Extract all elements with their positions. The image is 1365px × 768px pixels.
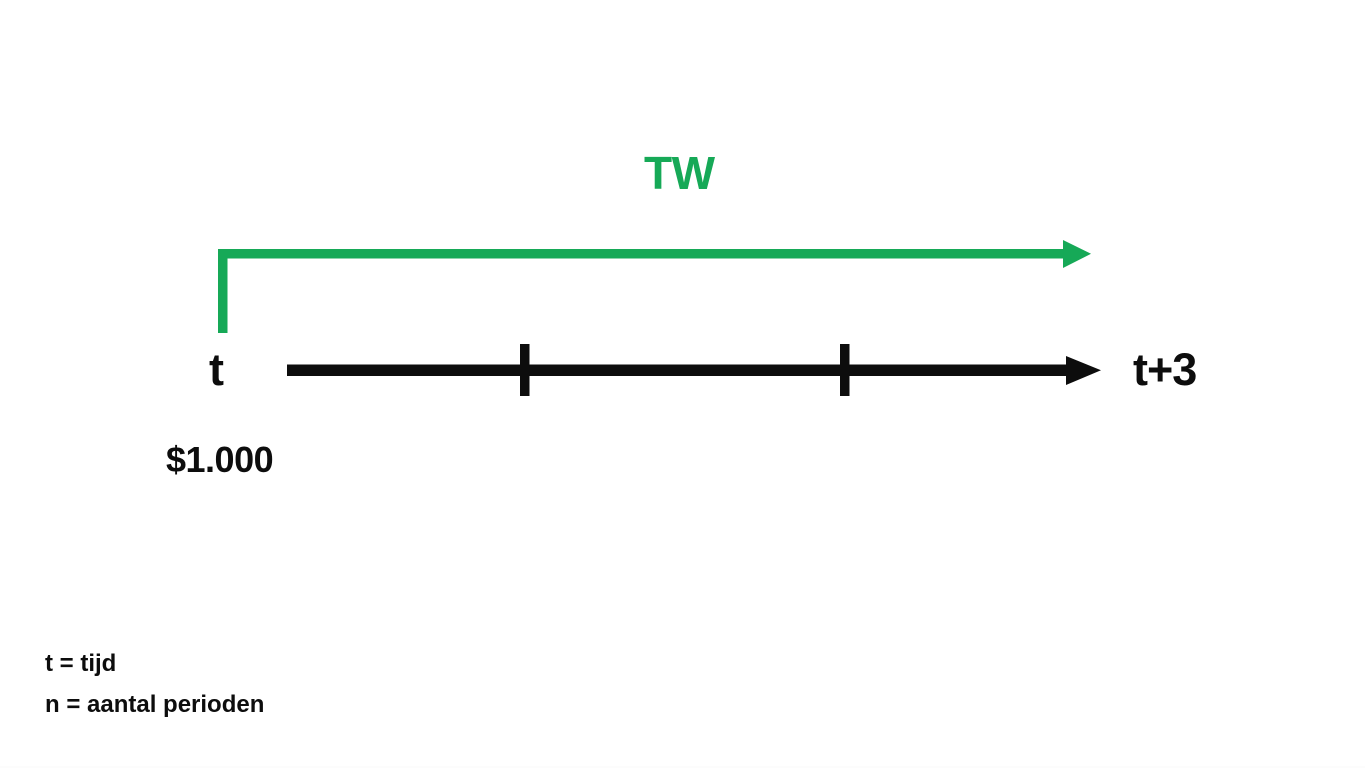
- legend-item-time: t = tijd: [45, 650, 117, 677]
- period-end-label: t+3: [1133, 344, 1197, 395]
- future-value-arrow-stem: [218, 249, 228, 333]
- time-axis-tick-2: [840, 344, 850, 396]
- time-axis-shaft: [287, 364, 1073, 376]
- cash-flow-amount-label: $1.000: [166, 439, 274, 480]
- future-value-arrowhead: [1063, 240, 1091, 268]
- future-value-arrow: [218, 240, 1091, 333]
- period-start-label: t: [209, 344, 224, 395]
- legend: t = tijd n = aantal perioden: [45, 643, 264, 726]
- time-axis: [287, 344, 1101, 396]
- future-value-label: TW: [644, 147, 715, 199]
- future-value-arrow-shaft: [218, 249, 1069, 259]
- legend-item-periods: n = aantal perioden: [45, 691, 265, 719]
- bottom-edge-artifact: [0, 766, 1365, 768]
- time-axis-tick-1: [520, 344, 530, 396]
- time-axis-arrowhead: [1066, 356, 1101, 385]
